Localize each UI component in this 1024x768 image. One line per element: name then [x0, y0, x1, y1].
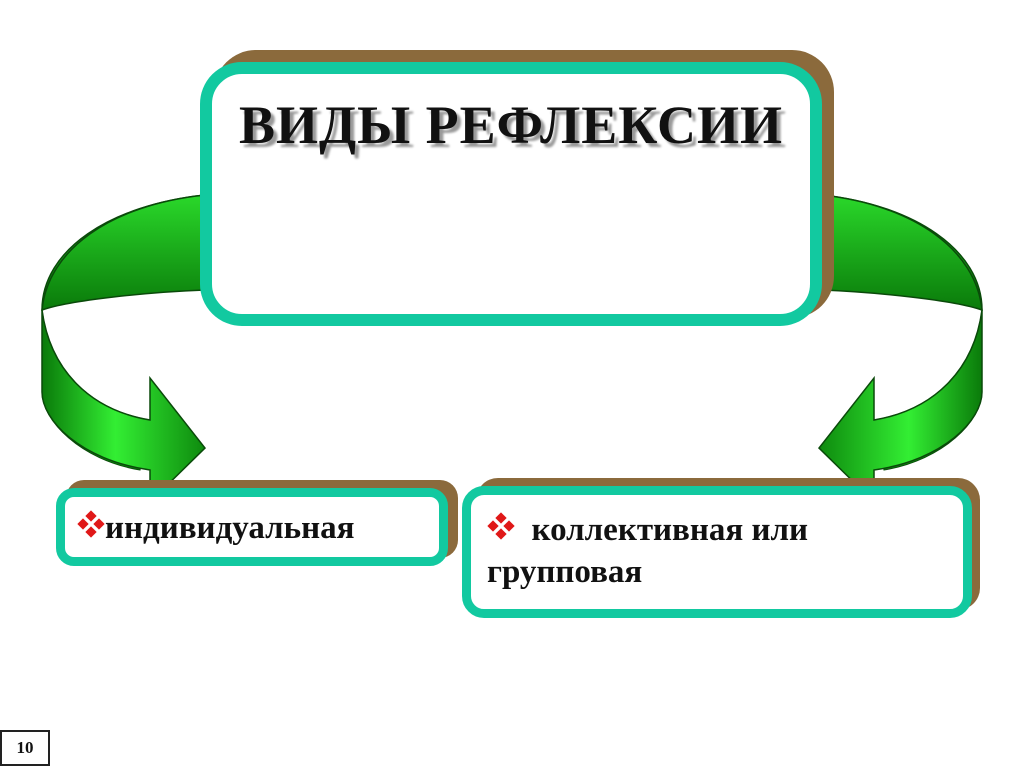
- right-curved-arrow: [817, 193, 983, 504]
- item-box-individual: индивидуальная: [56, 488, 448, 566]
- diagram-title: ВИДЫ РЕФЛЕКСИИ: [238, 95, 784, 155]
- item-box-collective: коллективная или групповая: [462, 486, 972, 618]
- item-collective-label: коллективная или групповая: [487, 512, 809, 590]
- left-curved-arrow: [41, 193, 208, 504]
- left-arrow-top: [41, 194, 206, 312]
- title-box: ВИДЫ РЕФЛЕКСИИ: [200, 62, 822, 326]
- item-individual-label: индивидуальная: [105, 510, 355, 546]
- bullet-diamond-icon: [487, 512, 515, 540]
- bullet-diamond-icon: [77, 510, 105, 538]
- slide-number: 10: [0, 730, 50, 766]
- right-arrow-top: [821, 194, 983, 312]
- item-collective: коллективная или групповая: [487, 509, 957, 593]
- item-individual: индивидуальная: [77, 507, 354, 549]
